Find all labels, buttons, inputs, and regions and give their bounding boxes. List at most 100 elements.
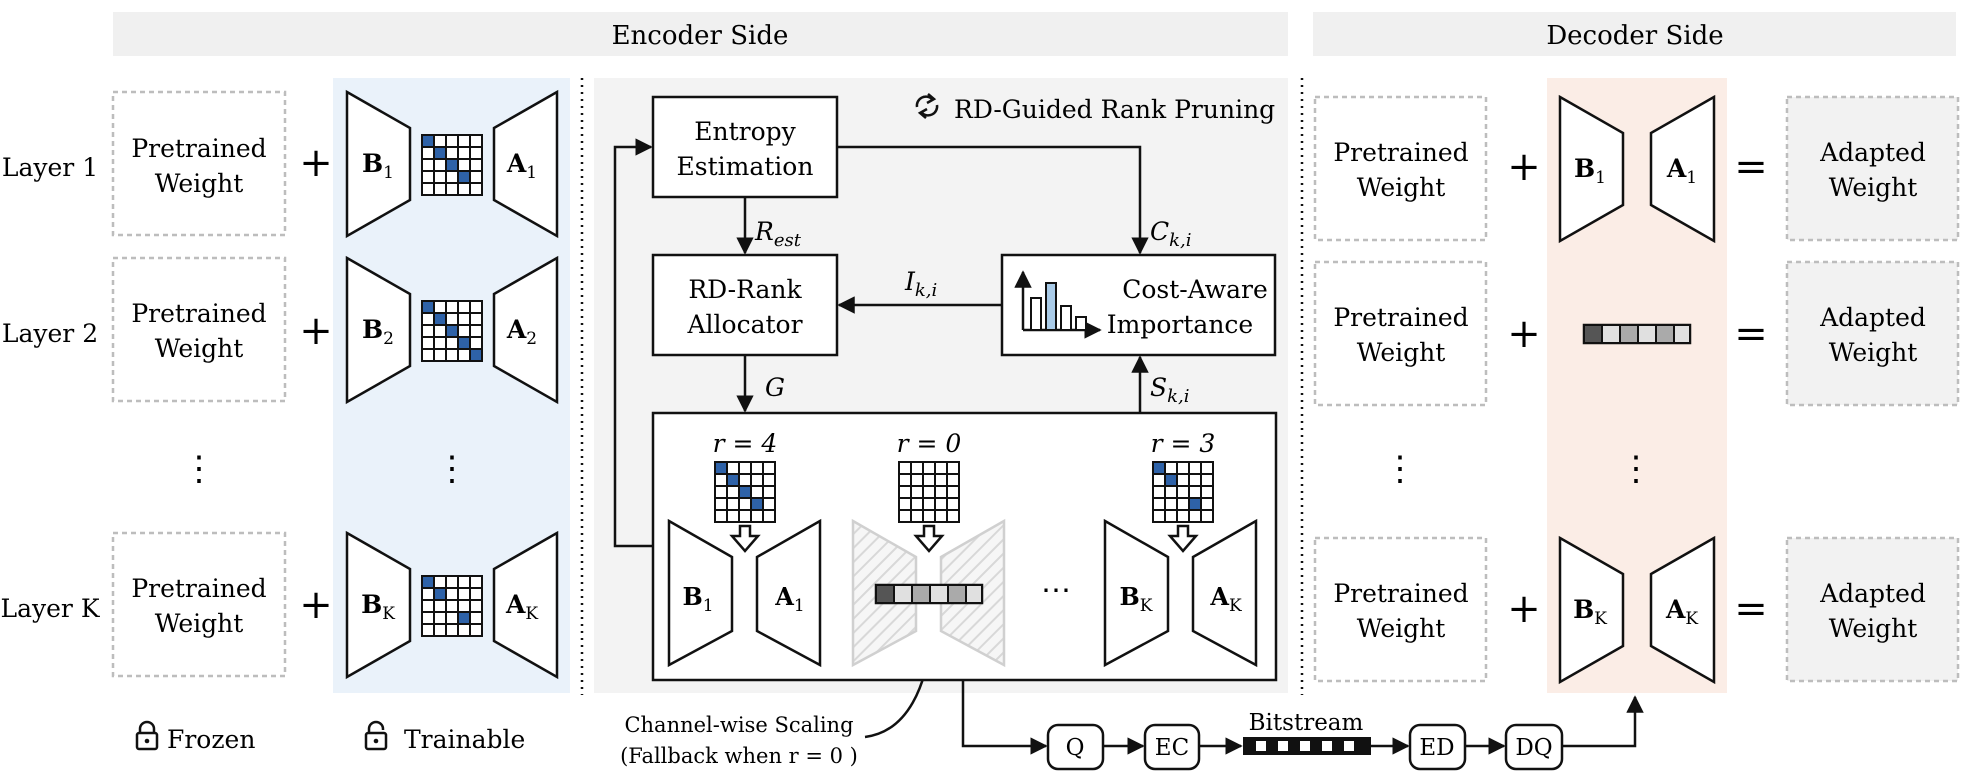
mask-cell bbox=[934, 473, 948, 487]
mask-cell bbox=[898, 485, 912, 499]
mask-cell bbox=[750, 473, 764, 487]
mask-cell bbox=[1188, 461, 1202, 475]
mask-cell bbox=[946, 497, 960, 511]
svg-text:Pretrained: Pretrained bbox=[1333, 303, 1468, 332]
mask-cell bbox=[433, 623, 447, 637]
legend-trainable: Trainable bbox=[404, 725, 525, 754]
mask-cell bbox=[1152, 461, 1166, 475]
svg-text:Q: Q bbox=[1066, 735, 1085, 761]
mask-cell bbox=[714, 485, 728, 499]
mask-cell bbox=[457, 587, 471, 601]
svg-text:Pretrained: Pretrained bbox=[131, 134, 266, 163]
decoder-adapter-layer-1: B1 A1 bbox=[1558, 94, 1716, 244]
mask-cell bbox=[946, 473, 960, 487]
mask-cell bbox=[421, 300, 435, 314]
mask-cell bbox=[1200, 473, 1214, 487]
mask-cell bbox=[726, 509, 740, 523]
svg-text:BK: BK bbox=[361, 590, 395, 624]
mask-cell bbox=[445, 300, 459, 314]
mask-cell bbox=[445, 324, 459, 338]
mask-cell bbox=[445, 599, 459, 613]
mask-cell bbox=[946, 485, 960, 499]
mask-cell bbox=[457, 158, 471, 172]
refresh-icon bbox=[915, 93, 939, 119]
mask-cell bbox=[726, 473, 740, 487]
svg-text:Pretrained: Pretrained bbox=[1333, 579, 1468, 608]
mask-cell bbox=[922, 509, 936, 523]
mask-cell bbox=[898, 473, 912, 487]
mask-cell bbox=[469, 134, 483, 148]
svg-text:Weight: Weight bbox=[155, 169, 244, 198]
vertical-dots: ⋮ bbox=[1619, 449, 1653, 489]
s-ki-label: Sk,i bbox=[1150, 373, 1190, 407]
mask-cell bbox=[922, 473, 936, 487]
mask-cell bbox=[1164, 473, 1178, 487]
svg-text:AK: AK bbox=[505, 590, 538, 624]
mask-cell bbox=[469, 324, 483, 338]
pretrained-weight-k: Pretrained Weight bbox=[111, 531, 287, 678]
mask-cell bbox=[1164, 509, 1178, 523]
mask-cell bbox=[762, 473, 776, 487]
mask-cell bbox=[445, 170, 459, 184]
mask-cell bbox=[433, 575, 447, 589]
svg-text:B1: B1 bbox=[682, 582, 713, 616]
rank-mask-grid bbox=[714, 461, 776, 523]
plus-sign: + bbox=[1507, 311, 1541, 357]
decoder-pretrained-weight-2: Pretrained Weight bbox=[1313, 260, 1488, 407]
svg-text:A1: A1 bbox=[506, 149, 537, 183]
mask-cell bbox=[910, 497, 924, 511]
encoder-header-bg bbox=[113, 12, 1288, 56]
mask-cell bbox=[433, 599, 447, 613]
mask-cell bbox=[1176, 485, 1190, 499]
c-ki-label: Ck,i bbox=[1150, 217, 1192, 251]
mask-cell bbox=[445, 336, 459, 350]
bar-chart-icon bbox=[1014, 270, 1102, 339]
svg-text:A2: A2 bbox=[506, 315, 537, 349]
flow-arrows bbox=[613, 138, 1644, 755]
mask-cell bbox=[457, 182, 471, 196]
mask-cell bbox=[762, 485, 776, 499]
vertical-dots: ⋮ bbox=[182, 449, 216, 489]
mask-cell bbox=[922, 485, 936, 499]
plus-sign: + bbox=[1507, 144, 1541, 190]
rank-label: r = 0 bbox=[897, 429, 962, 458]
mask-cell bbox=[457, 348, 471, 362]
mask-cell bbox=[910, 485, 924, 499]
mask-cell bbox=[750, 509, 764, 523]
mask-cell bbox=[910, 473, 924, 487]
lora-adapter-layer-2: B2 A2 bbox=[345, 255, 559, 405]
svg-text:B1: B1 bbox=[1574, 154, 1606, 188]
mask-cell bbox=[750, 497, 764, 511]
mask-cell bbox=[1152, 473, 1166, 487]
lora-adapter-layer-k: BK AK bbox=[345, 530, 559, 680]
plus-sign: + bbox=[1507, 586, 1541, 632]
entropy-estimation-box: Entropy Estimation bbox=[651, 95, 839, 199]
mask-cell bbox=[421, 623, 435, 637]
svg-text:Weight: Weight bbox=[155, 334, 244, 363]
mask-cell bbox=[433, 300, 447, 314]
svg-text:Weight: Weight bbox=[1357, 173, 1446, 202]
lock-icon bbox=[135, 720, 159, 751]
mask-cell bbox=[445, 182, 459, 196]
mask-cell bbox=[1200, 509, 1214, 523]
encoder-side-header: Encoder Side bbox=[612, 21, 789, 51]
mask-cell bbox=[934, 509, 948, 523]
plus-sign: + bbox=[299, 582, 333, 628]
mask-cell bbox=[738, 497, 752, 511]
decoder-side-header: Decoder Side bbox=[1546, 21, 1723, 51]
svg-text:Weight: Weight bbox=[1357, 338, 1446, 367]
svg-text:Weight: Weight bbox=[155, 609, 244, 638]
mask-cell bbox=[714, 509, 728, 523]
mask-cell bbox=[726, 461, 740, 475]
equals-sign: = bbox=[1734, 144, 1768, 190]
mask-cell bbox=[1176, 509, 1190, 523]
mask-cell bbox=[1200, 461, 1214, 475]
mask-cell bbox=[421, 182, 435, 196]
rank-mask-grid bbox=[421, 575, 483, 637]
pretrained-weight-2: Pretrained Weight bbox=[111, 256, 287, 403]
mask-cell bbox=[922, 461, 936, 475]
i-ki-label: Ik,i bbox=[904, 267, 937, 301]
layer-label-1: Layer 1 bbox=[2, 153, 98, 182]
mask-cell bbox=[433, 312, 447, 326]
svg-text:AK: AK bbox=[1665, 595, 1698, 629]
